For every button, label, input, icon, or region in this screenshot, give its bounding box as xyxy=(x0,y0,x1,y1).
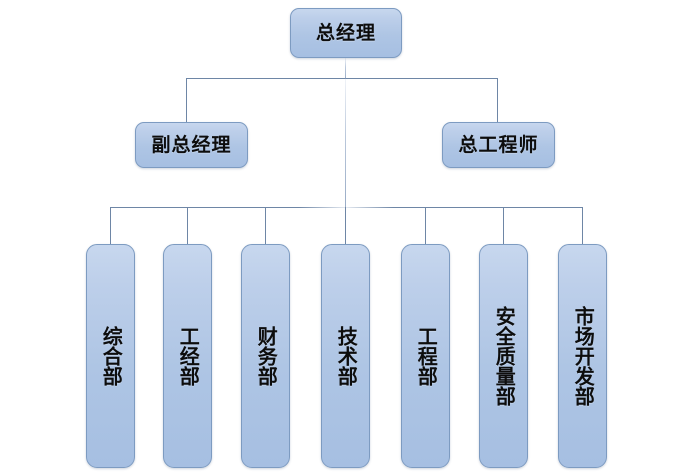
node-department-industrial-economics[interactable]: 工经部 xyxy=(163,244,212,468)
connector-drop-dept-5 xyxy=(425,207,426,244)
connector-drop-dept-1 xyxy=(110,207,111,244)
connector-trunk-middle xyxy=(345,78,346,207)
connector-drop-dept-6 xyxy=(503,207,504,244)
node-department-general-affairs-label: 综合部 xyxy=(99,326,124,386)
node-department-safety-quality[interactable]: 安全质量部 xyxy=(479,244,528,468)
connector-drop-deputy-gm xyxy=(186,78,187,122)
connector-drop-dept-2 xyxy=(187,207,188,244)
node-department-industrial-economics-label: 工经部 xyxy=(176,326,201,386)
node-department-general-affairs[interactable]: 综合部 xyxy=(86,244,135,468)
node-department-market-development-label: 市场开发部 xyxy=(571,306,596,406)
node-deputy-general-manager[interactable]: 副总经理 xyxy=(135,122,248,168)
node-department-finance[interactable]: 财务部 xyxy=(241,244,290,468)
node-chief-engineer-label: 总工程师 xyxy=(458,133,539,156)
node-department-engineering[interactable]: 工程部 xyxy=(401,244,450,468)
connector-drop-dept-3 xyxy=(265,207,266,244)
node-chief-engineer[interactable]: 总工程师 xyxy=(442,122,555,168)
node-department-market-development[interactable]: 市场开发部 xyxy=(558,244,607,468)
connector-trunk-top xyxy=(345,58,346,79)
node-deputy-general-manager-label: 副总经理 xyxy=(151,133,232,156)
node-department-engineering-label: 工程部 xyxy=(414,326,439,386)
connector-drop-dept-4 xyxy=(345,207,346,244)
connector-drop-dept-7 xyxy=(582,207,583,244)
node-general-manager[interactable]: 总经理 xyxy=(290,8,402,58)
connector-drop-chief-engineer xyxy=(497,78,498,122)
node-department-safety-quality-label: 安全质量部 xyxy=(492,306,517,406)
node-department-finance-label: 财务部 xyxy=(254,326,279,386)
node-general-manager-label: 总经理 xyxy=(315,21,376,44)
node-department-technology[interactable]: 技术部 xyxy=(321,244,370,468)
connector-bus-level3 xyxy=(110,207,582,208)
node-department-technology-label: 技术部 xyxy=(334,326,359,386)
connector-bus-level2 xyxy=(186,78,497,79)
